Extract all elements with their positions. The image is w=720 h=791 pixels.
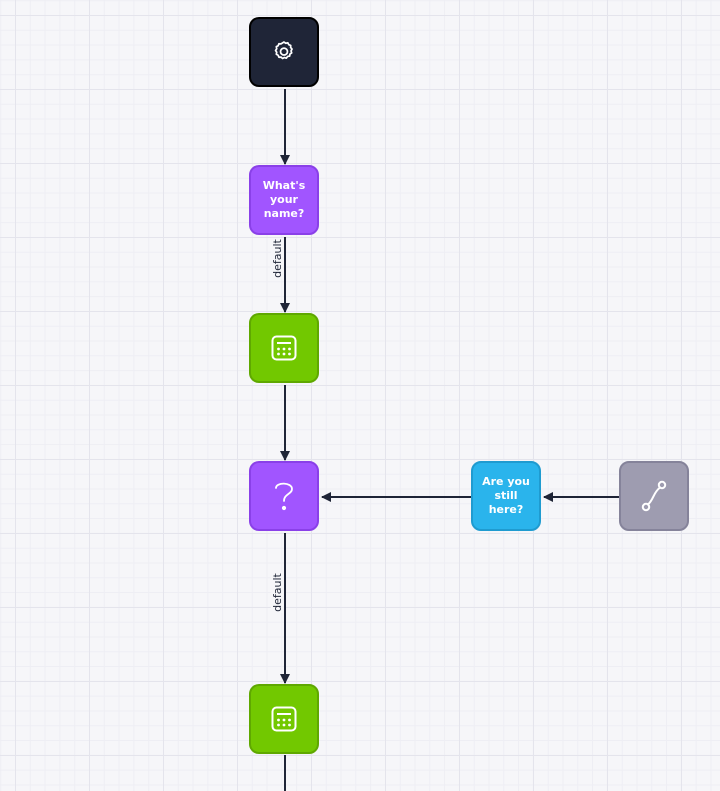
node-label: What's your name? bbox=[262, 179, 306, 220]
edge-label-default: default bbox=[270, 572, 284, 613]
node-label: Are you still here? bbox=[482, 475, 530, 516]
calculator-node[interactable] bbox=[249, 684, 319, 754]
message-node-still-here[interactable]: Are you still here? bbox=[471, 461, 541, 531]
question-node[interactable] bbox=[249, 461, 319, 531]
start-node[interactable] bbox=[249, 17, 319, 87]
calculator-icon bbox=[270, 705, 298, 733]
gear-icon bbox=[271, 39, 297, 65]
question-icon bbox=[271, 478, 297, 514]
edge-label-default: default bbox=[270, 238, 284, 279]
calculator-node[interactable] bbox=[249, 313, 319, 383]
message-node-ask-name[interactable]: What's your name? bbox=[249, 165, 319, 235]
calculator-icon bbox=[270, 334, 298, 362]
route-icon bbox=[640, 479, 668, 513]
trigger-node[interactable] bbox=[619, 461, 689, 531]
